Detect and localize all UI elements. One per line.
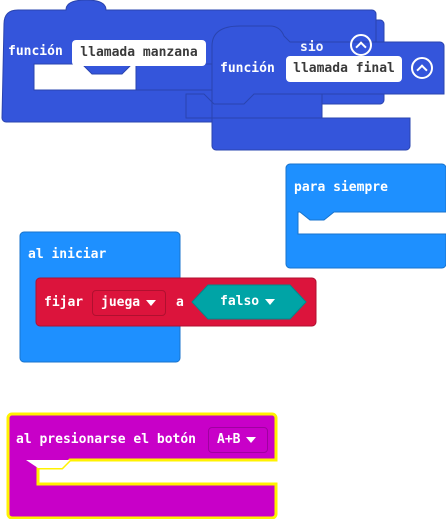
chevron-down-icon	[265, 298, 276, 305]
on-start-label: al iniciar	[28, 247, 107, 262]
boolean-dropdown[interactable]: falso	[210, 290, 290, 316]
button-name: A+B	[217, 432, 241, 447]
variable-name: juega	[101, 295, 141, 310]
on-button-label: al presionarse el botón	[16, 432, 197, 447]
chevron-down-icon	[246, 436, 257, 443]
function-keyword-label: función	[8, 44, 63, 59]
to-label: a	[176, 295, 184, 310]
chevron-down-icon	[146, 299, 157, 306]
function-keyword-label: función	[220, 61, 275, 76]
forever-block[interactable]	[285, 163, 446, 269]
forever-label: para siempre	[294, 180, 388, 195]
hidden-function-label: sio	[300, 40, 324, 55]
variable-dropdown[interactable]: juega	[92, 290, 166, 316]
collapse-chevron-icon[interactable]	[411, 57, 433, 79]
function-name-field[interactable]: llamada manzana	[72, 40, 206, 66]
boolean-value: falso	[220, 294, 260, 309]
button-dropdown[interactable]: A+B	[208, 427, 268, 453]
collapse-chevron-icon[interactable]	[350, 34, 372, 56]
function-name-field[interactable]: llamada final	[286, 56, 402, 82]
set-label: fijar	[44, 295, 84, 310]
